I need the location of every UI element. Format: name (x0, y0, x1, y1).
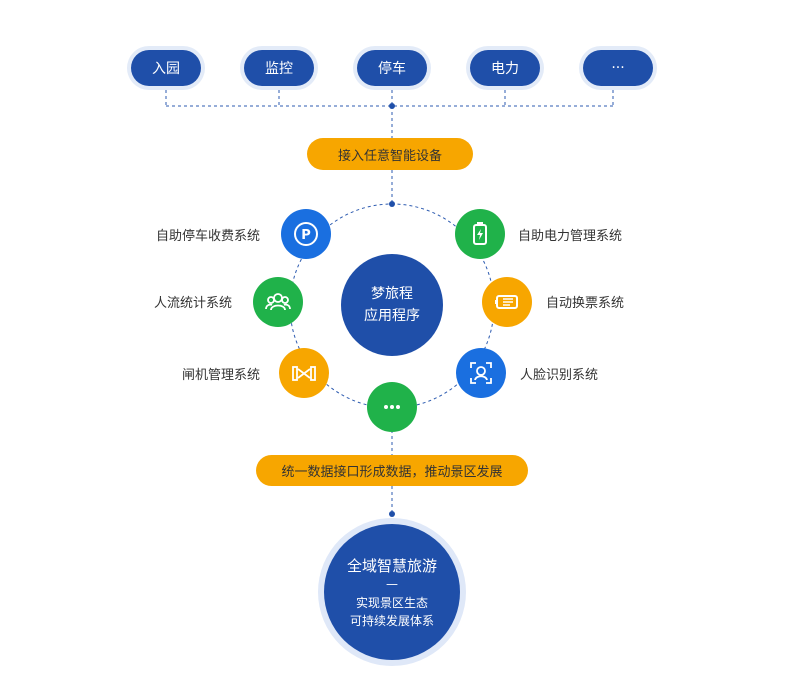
gate-icon (292, 366, 316, 381)
svg-text:P: P (301, 228, 311, 243)
node-ticket[interactable] (482, 277, 532, 327)
node-more[interactable] (367, 382, 417, 432)
goal-title: 全域智慧旅游 (346, 556, 437, 575)
node-ticket-label: 自动换票系统 (546, 296, 625, 311)
goal-line2: 可持续发展体系 (349, 613, 434, 628)
ticket-icon (495, 295, 518, 309)
node-gate[interactable] (279, 348, 329, 398)
top-item-monitor[interactable]: 监控 (240, 46, 318, 90)
top-item-parking-label: 停车 (357, 50, 427, 86)
top-item-monitor-label: 监控 (244, 50, 314, 86)
center-line2: 应用程序 (364, 308, 420, 324)
node-parking-label: 自助停车收费系统 (156, 229, 261, 244)
battery-charging-icon (473, 222, 487, 245)
top-item-entry[interactable]: 入园 (127, 46, 205, 90)
top-item-power[interactable]: 电力 (466, 46, 544, 90)
top-item-more-label: ··· (583, 50, 653, 86)
top-item-more[interactable]: ··· (579, 46, 657, 90)
node-people[interactable] (253, 277, 303, 327)
center-app-circle: 梦旅程 应用程序 (341, 254, 443, 356)
goal-dash: — (386, 576, 398, 591)
node-parking[interactable]: P (281, 209, 331, 259)
goal-circle: 全域智慧旅游 — 实现景区生态 可持续发展体系 (324, 524, 460, 660)
face-scan-icon (470, 362, 492, 384)
center-line1: 梦旅程 (371, 286, 413, 302)
node-power-label: 自助电力管理系统 (518, 229, 623, 244)
node-face-label: 人脸识别系统 (520, 368, 599, 383)
banner-connect-devices: 接入任意智能设备 (307, 138, 473, 170)
goal-line1: 实现景区生态 (355, 595, 428, 610)
banner-unified-data: 统一数据接口形成数据，推动景区发展 (256, 455, 528, 486)
top-item-entry-label: 入园 (131, 50, 201, 86)
top-item-parking[interactable]: 停车 (353, 46, 431, 90)
node-people-label: 人流统计系统 (154, 296, 233, 311)
node-gate-label: 闸机管理系统 (182, 368, 261, 383)
people-group-icon (265, 293, 291, 311)
parking-p-icon: P (294, 222, 318, 246)
more-dots-icon (384, 405, 400, 409)
node-power[interactable] (455, 209, 505, 259)
node-face[interactable] (456, 348, 506, 398)
top-item-power-label: 电力 (470, 50, 540, 86)
